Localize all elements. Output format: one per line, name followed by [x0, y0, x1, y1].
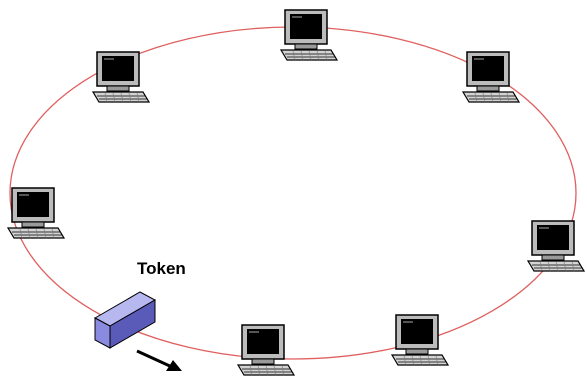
- computer-left-icon: [7, 187, 65, 239]
- token-direction-arrow-icon: [136, 349, 182, 371]
- token-label: Token: [137, 259, 186, 278]
- computer-right-icon: [527, 220, 585, 272]
- computer-bottom-right-icon: [391, 314, 449, 366]
- computer-top-right-icon: [462, 51, 520, 103]
- computer-top-center-icon: [280, 9, 338, 61]
- computer-bottom-center-icon: [237, 324, 295, 376]
- token-icon: [93, 291, 157, 349]
- computer-top-left-icon: [92, 51, 150, 103]
